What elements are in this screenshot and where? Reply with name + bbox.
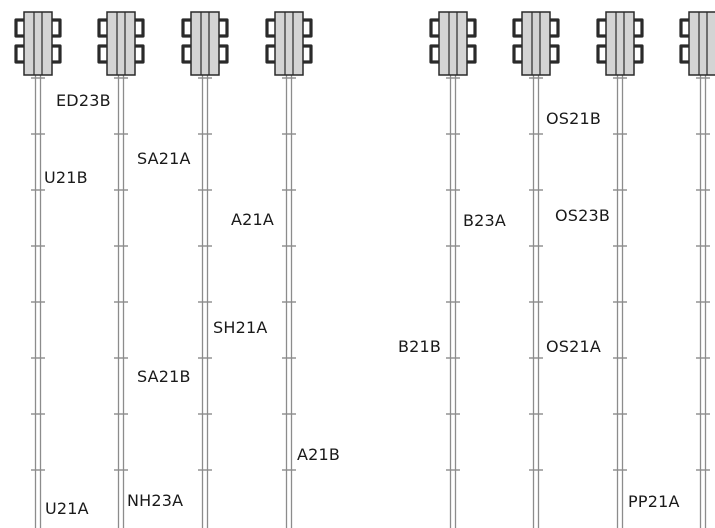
bidirectional-cable-connector-icon — [596, 11, 644, 76]
bidirectional-cable-connector-icon — [429, 11, 477, 76]
plug-bracket-left — [181, 44, 191, 64]
plug-bracket-left — [429, 18, 439, 38]
label-sh21a: SH21A — [213, 318, 268, 337]
plug-bracket-left — [679, 44, 689, 64]
plug-bracket-right — [467, 18, 477, 38]
bidirectional-cable-connector-icon — [679, 11, 715, 76]
label-sa21a: SA21A — [137, 149, 191, 168]
label-sa21b: SA21B — [137, 367, 191, 386]
plug-bracket-left — [596, 44, 606, 64]
label-a21b: A21B — [297, 445, 341, 464]
connector-block — [438, 11, 468, 76]
bidirectional-cable-connector-icon — [265, 11, 313, 76]
plug-bracket-right — [219, 18, 229, 38]
cable-6 — [512, 11, 560, 528]
cable-4 — [265, 11, 313, 528]
label-nh23a: NH23A — [127, 491, 184, 510]
bidirectional-cable-connector-icon — [97, 11, 145, 76]
label-u21b: U21B — [44, 168, 88, 187]
cable-1 — [14, 11, 62, 528]
plug-bracket-right — [303, 44, 313, 64]
plug-bracket-left — [265, 18, 275, 38]
plug-bracket-left — [679, 18, 689, 38]
plug-bracket-right — [303, 18, 313, 38]
plug-bracket-left — [14, 18, 24, 38]
plug-bracket-left — [181, 18, 191, 38]
plug-bracket-left — [596, 18, 606, 38]
connector-block — [521, 11, 551, 76]
connector-block — [23, 11, 53, 76]
bidirectional-cable-connector-icon — [512, 11, 560, 76]
cable-7 — [596, 11, 644, 528]
label-os21a: OS21A — [546, 337, 602, 356]
plug-bracket-right — [634, 44, 644, 64]
connector-block — [274, 11, 304, 76]
plug-bracket-right — [135, 18, 145, 38]
plug-bracket-left — [97, 44, 107, 64]
plug-bracket-right — [135, 44, 145, 64]
label-pp21a: PP21A — [628, 492, 680, 511]
label-b21b: B21B — [398, 337, 442, 356]
plug-bracket-right — [550, 44, 560, 64]
plug-bracket-left — [14, 44, 24, 64]
connector-block — [688, 11, 715, 76]
plug-bracket-right — [219, 44, 229, 64]
plug-bracket-left — [512, 18, 522, 38]
plug-bracket-right — [467, 44, 477, 64]
label-ed23b: ED23B — [56, 91, 111, 110]
label-os23b: OS23B — [555, 206, 611, 225]
connector-block — [106, 11, 136, 76]
plug-bracket-left — [512, 44, 522, 64]
label-os21b: OS21B — [546, 109, 602, 128]
cable-5 — [429, 11, 477, 528]
plug-bracket-left — [265, 44, 275, 64]
plug-bracket-right — [634, 18, 644, 38]
bidirectional-cable-connector-icon — [14, 11, 62, 76]
plug-bracket-left — [97, 18, 107, 38]
bidirectional-cable-connector-icon — [181, 11, 229, 76]
plug-bracket-left — [429, 44, 439, 64]
cable-2 — [97, 11, 145, 528]
connector-block — [605, 11, 635, 76]
label-u21a: U21A — [45, 499, 89, 518]
cable-8 — [679, 11, 715, 528]
label-a21a: A21A — [231, 210, 275, 229]
cable-3 — [181, 11, 229, 528]
plug-bracket-right — [52, 18, 62, 38]
label-b23a: B23A — [463, 211, 507, 230]
plug-bracket-right — [52, 44, 62, 64]
connector-block — [190, 11, 220, 76]
plug-bracket-right — [550, 18, 560, 38]
